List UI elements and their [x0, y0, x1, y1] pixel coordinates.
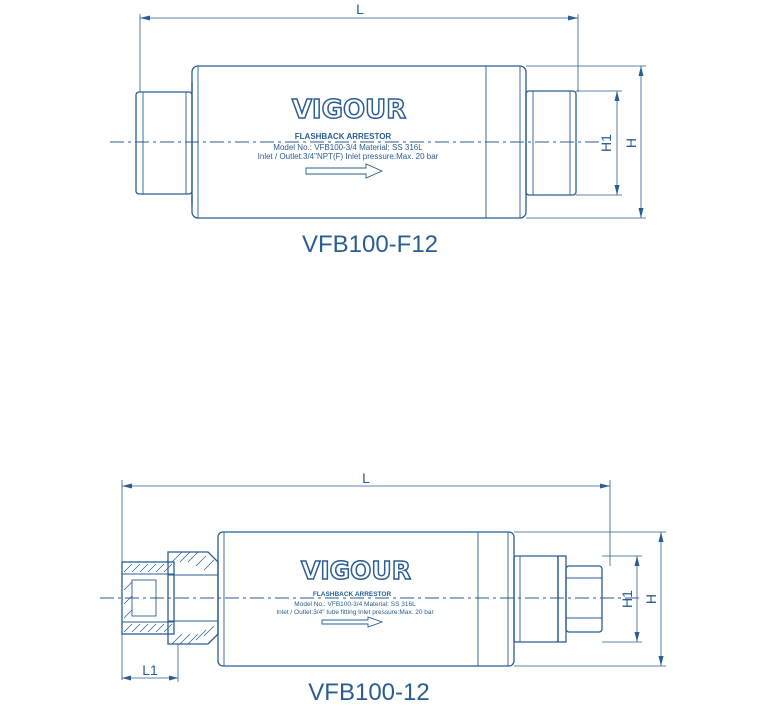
bottom-spec-line-1: Model No.: VFB100-3/4 Material: SS 316L	[294, 601, 416, 608]
top-dim-H: H	[526, 65, 646, 219]
bottom-dim-H: H	[514, 531, 666, 667]
bottom-brand-logo: VIGOUR	[301, 556, 411, 585]
bottom-dim-H1: H1	[602, 555, 642, 643]
bottom-spec-line-2: Inlet / Outlet:3/4" tube fitting Inlet p…	[276, 609, 434, 616]
bottom-dim-L1-label: L1	[142, 662, 158, 678]
top-right-port	[525, 90, 577, 196]
top-flow-arrow	[305, 163, 384, 179]
bottom-dim-L: L	[121, 470, 611, 680]
bottom-dim-H1-label: H1	[619, 590, 635, 608]
top-dim-L-label: L	[356, 1, 364, 17]
top-dim-H1-label: H1	[598, 134, 614, 152]
top-dim-H1: H1	[576, 90, 622, 196]
top-brand-logo: VIGOUR	[292, 95, 406, 125]
bottom-right-tube-fitting	[513, 555, 603, 643]
bottom-dim-L-label: L	[362, 470, 370, 486]
bottom-model-caption: VFB100-12	[308, 679, 429, 706]
bottom-main-body	[217, 531, 515, 667]
top-product-title: FLASHBACK ARRESTOR	[295, 132, 392, 141]
top-spec-line-1: Model No.: VFB100-3/4 Material: SS 316L	[273, 143, 423, 152]
bottom-product-title: FLASHBACK ARRESTOR	[313, 591, 392, 598]
top-dim-H-label: H	[623, 138, 639, 148]
bottom-flow-arrow	[321, 616, 384, 628]
top-left-port	[135, 82, 193, 204]
bottom-dim-H-label: H	[643, 594, 659, 604]
bottom-assembly-drawing: VIGOUR FLASHBACK ARRESTOR Model No.: VFB…	[100, 470, 666, 706]
top-spec-line-2: Inlet / Outlet:3/4"NPT(F) Inlet pressure…	[258, 152, 439, 161]
top-model-caption: VFB100-F12	[302, 231, 438, 258]
top-assembly-drawing: VIGOUR FLASHBACK ARRESTOR Model No.: VFB…	[110, 1, 646, 258]
bottom-section-hatching	[123, 551, 215, 645]
top-dim-L: L	[139, 1, 579, 92]
bottom-dim-L1: L1	[122, 644, 179, 682]
